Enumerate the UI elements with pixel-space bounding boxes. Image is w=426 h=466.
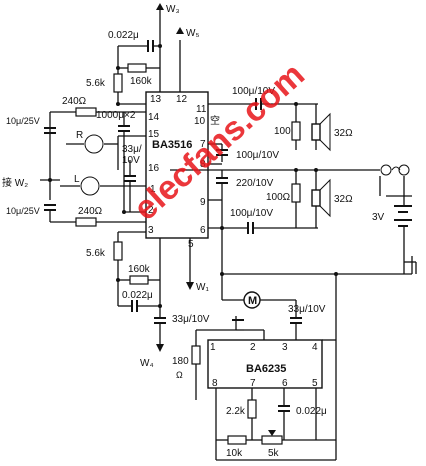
w5-arrow-icon — [176, 27, 184, 34]
pot-l — [80, 176, 100, 196]
resistor-160k-top-label: 160k — [130, 76, 153, 87]
pin-10: 10 — [194, 116, 206, 127]
motor-pin-3: 3 — [282, 342, 288, 353]
motor-pin-8: 8 — [212, 378, 218, 389]
resistor-180-unit: Ω — [176, 370, 183, 380]
resistor-180-label: 180 — [172, 356, 189, 367]
pin-11: 11 — [196, 104, 207, 115]
resistor-10k — [227, 435, 247, 445]
motor-label: M — [248, 295, 257, 307]
resistor-240-top-label: 240Ω — [62, 96, 87, 107]
cap-out-c-label: 100μ/10V — [230, 208, 273, 219]
pot-l-label: L — [74, 174, 80, 185]
w3-label: W₃ — [166, 4, 180, 15]
resistor-56k-bot-label: 5.6k — [86, 248, 106, 259]
cap-220-label: 220/10V — [236, 178, 274, 189]
pin-empty-label: 空 — [210, 114, 220, 127]
w3-arrow-icon — [156, 3, 164, 10]
resistor-56k-bot — [113, 241, 123, 261]
motor-pin-6: 6 — [282, 378, 288, 389]
speaker-a — [311, 123, 321, 141]
pin-14: 14 — [148, 112, 160, 123]
pin-6: 6 — [200, 225, 206, 236]
pot-r-label: R — [76, 130, 83, 141]
resistor-240-top — [75, 107, 97, 117]
cap-0022-bot-label: 0.022μ — [122, 290, 153, 301]
w4-arrow-icon — [156, 344, 164, 352]
resistor-160k-top — [127, 63, 147, 73]
motor-pin-4: 4 — [312, 342, 318, 353]
cap-0022-top-label: 0.022μ — [108, 30, 139, 41]
pin-1: 1 — [150, 184, 156, 195]
battery-label: 3V — [372, 212, 385, 223]
chip-ba3516-label: BA3516 — [152, 139, 192, 151]
resistor-160k-bot-label: 160k — [128, 264, 151, 275]
w4-label: W₄ — [140, 358, 154, 369]
chip-ba3516 — [145, 91, 209, 239]
cap-33u-a-label-2: 10V — [122, 155, 140, 166]
pot-5k-wiper-icon — [268, 430, 276, 436]
cap-33u-b-label: 33μ/10V — [172, 314, 210, 325]
pin-8: 8 — [200, 159, 206, 170]
resistor-22k — [247, 399, 257, 419]
speaker-b-label: 32Ω — [334, 194, 353, 205]
resistor-56k-top-label: 5.6k — [86, 78, 106, 89]
speaker-b — [311, 189, 321, 207]
cap-out-a-label: 100μ/10V — [232, 86, 275, 97]
cap-1000-label: 1000μ×2 — [96, 110, 136, 121]
pin-12: 12 — [176, 94, 188, 105]
jack-label: 接 W₂ — [2, 176, 28, 189]
resistor-22k-label: 2.2k — [226, 406, 246, 417]
w5-label: W₅ — [186, 28, 199, 39]
pot-r — [84, 134, 104, 154]
pin-3: 3 — [148, 225, 154, 236]
pin-2: 2 — [148, 205, 154, 216]
pin-13: 13 — [150, 94, 162, 105]
pot-5k-label: 5k — [268, 448, 280, 459]
resistor-160k-bot — [129, 275, 149, 285]
w1-label: W₁ — [196, 282, 209, 293]
motor-pin-1: 1 — [210, 342, 216, 353]
cap-10u-bot-label: 10μ/25V — [6, 206, 40, 216]
resistor-240-bot — [75, 217, 97, 227]
cap-33u-c-label: 33μ/10V — [288, 304, 326, 315]
w1-arrow-icon — [186, 282, 194, 290]
resistor-100-b-label: 100Ω — [266, 192, 291, 203]
cap-10u-top-label: 10μ/25V — [6, 116, 40, 126]
cap-0022-m-label: 0.022μ — [296, 406, 327, 417]
pin-15: 15 — [148, 129, 160, 140]
resistor-100-a — [291, 121, 301, 141]
resistor-100-a-label: 100 — [274, 126, 291, 137]
pot-5k — [261, 435, 283, 445]
chip-ba6235-label: BA6235 — [246, 363, 286, 375]
resistor-240-bot-label: 240Ω — [78, 206, 103, 217]
resistor-180 — [191, 345, 201, 365]
pin-9: 9 — [200, 197, 206, 208]
pin-5: 5 — [188, 239, 194, 250]
cap-33u-a-label: 33μ/ — [122, 144, 142, 155]
motor-pin-5: 5 — [312, 378, 318, 389]
output-jack-b — [398, 164, 410, 176]
motor-pin-2: 2 — [250, 342, 256, 353]
pin-16: 16 — [148, 163, 160, 174]
resistor-100-b — [291, 183, 301, 203]
speaker-a-label: 32Ω — [334, 128, 353, 139]
chip-ba6235 — [207, 339, 323, 389]
resistor-56k-top — [113, 73, 123, 93]
pin-7: 7 — [200, 139, 206, 150]
cap-out-b-label: 100μ/10V — [236, 150, 279, 161]
output-jack-a — [380, 164, 392, 176]
motor-pin-7: 7 — [250, 378, 256, 389]
resistor-10k-label: 10k — [226, 448, 243, 459]
